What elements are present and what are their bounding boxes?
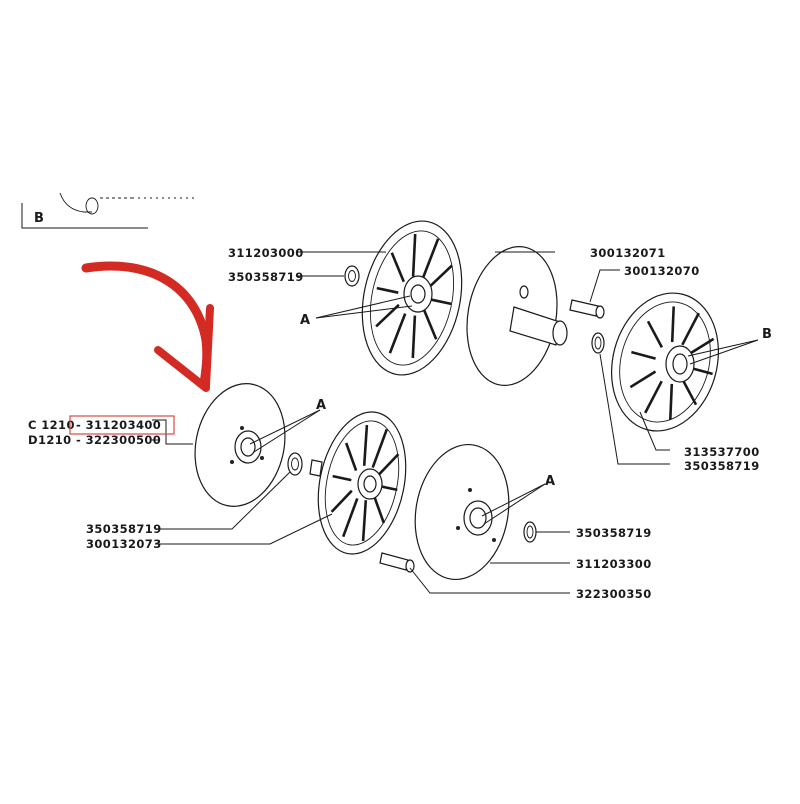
wheel-spokes: [629, 306, 715, 420]
spoked-wheel-lower: [309, 411, 407, 555]
wheel-spoke: [646, 320, 664, 349]
wheel-spoke: [388, 313, 407, 354]
wheel-spoke: [670, 306, 675, 343]
label-313537700: 313537700: [684, 445, 760, 459]
label-311203400: - 311203400: [76, 418, 161, 432]
wheel-spoke: [680, 377, 698, 406]
wheel-spoke: [361, 500, 368, 541]
washer-left: [287, 452, 303, 476]
washer-top: [344, 265, 360, 287]
wheel-spoke: [390, 252, 406, 283]
wheel-spoke: [644, 380, 663, 414]
pin-top: [569, 299, 605, 319]
wheel-spoke: [372, 494, 386, 524]
plain-disc-left: [194, 383, 286, 507]
wheel-spoke: [376, 286, 399, 294]
disc-with-shaft: [466, 246, 568, 386]
label-d1210-prefix: D1210: [28, 433, 72, 447]
wheel-spoke: [341, 497, 359, 538]
label-300132071: 300132071: [590, 246, 666, 260]
wheel-spoke: [421, 238, 440, 279]
label-350358719-top: 350358719: [228, 270, 304, 284]
label-350358719-right: 350358719: [684, 459, 760, 473]
label-311203300: 311203300: [576, 557, 652, 571]
highlight-box: [69, 415, 175, 435]
label-300132073: 300132073: [86, 537, 162, 551]
label-350358719-left: 350358719: [86, 522, 162, 536]
label-311203000: 311203000: [228, 246, 304, 260]
spoked-wheel-top: [361, 220, 463, 376]
red-arrow-icon: [81, 261, 214, 392]
corner-letter-b: B: [34, 211, 44, 226]
wheel-spoke: [428, 264, 453, 289]
wheel-spoke: [344, 442, 358, 472]
wheel-spoke: [362, 425, 369, 466]
wheel-spoke: [411, 315, 417, 359]
label-300132070: 300132070: [624, 264, 700, 278]
wheel-spoke: [629, 370, 657, 389]
plain-disc-lower: [414, 443, 510, 581]
wheel-spoke: [330, 489, 353, 513]
washer-right: [591, 332, 605, 354]
wheel-spoke: [377, 453, 400, 477]
wheel-spoke: [332, 474, 352, 482]
wheel-spoke: [687, 337, 715, 356]
wheel-spoke: [429, 298, 452, 306]
label-322300350: 322300350: [576, 587, 652, 601]
wheel-spoke: [371, 428, 389, 469]
corner-fragment: B: [21, 192, 198, 229]
label-c1210-prefix: C 1210: [28, 418, 75, 432]
pin-lower: [379, 552, 415, 573]
callout-b-right: B: [762, 327, 772, 342]
wheel-spoke: [422, 309, 438, 340]
leader-lines: [152, 251, 759, 594]
callout-a-left: A: [316, 398, 326, 413]
callout-a-top: A: [300, 313, 310, 328]
spoked-wheel-right: [611, 292, 719, 432]
callout-a-low: A: [545, 474, 555, 489]
wheel-spoke: [411, 233, 417, 277]
label-350358719-low: 350358719: [576, 526, 652, 540]
wheel-spoke: [631, 350, 656, 360]
label-322300500: - 322300500: [76, 433, 161, 447]
wheel-spoke: [681, 312, 700, 346]
wheel-spoke: [669, 383, 674, 420]
washer-low: [523, 521, 537, 543]
